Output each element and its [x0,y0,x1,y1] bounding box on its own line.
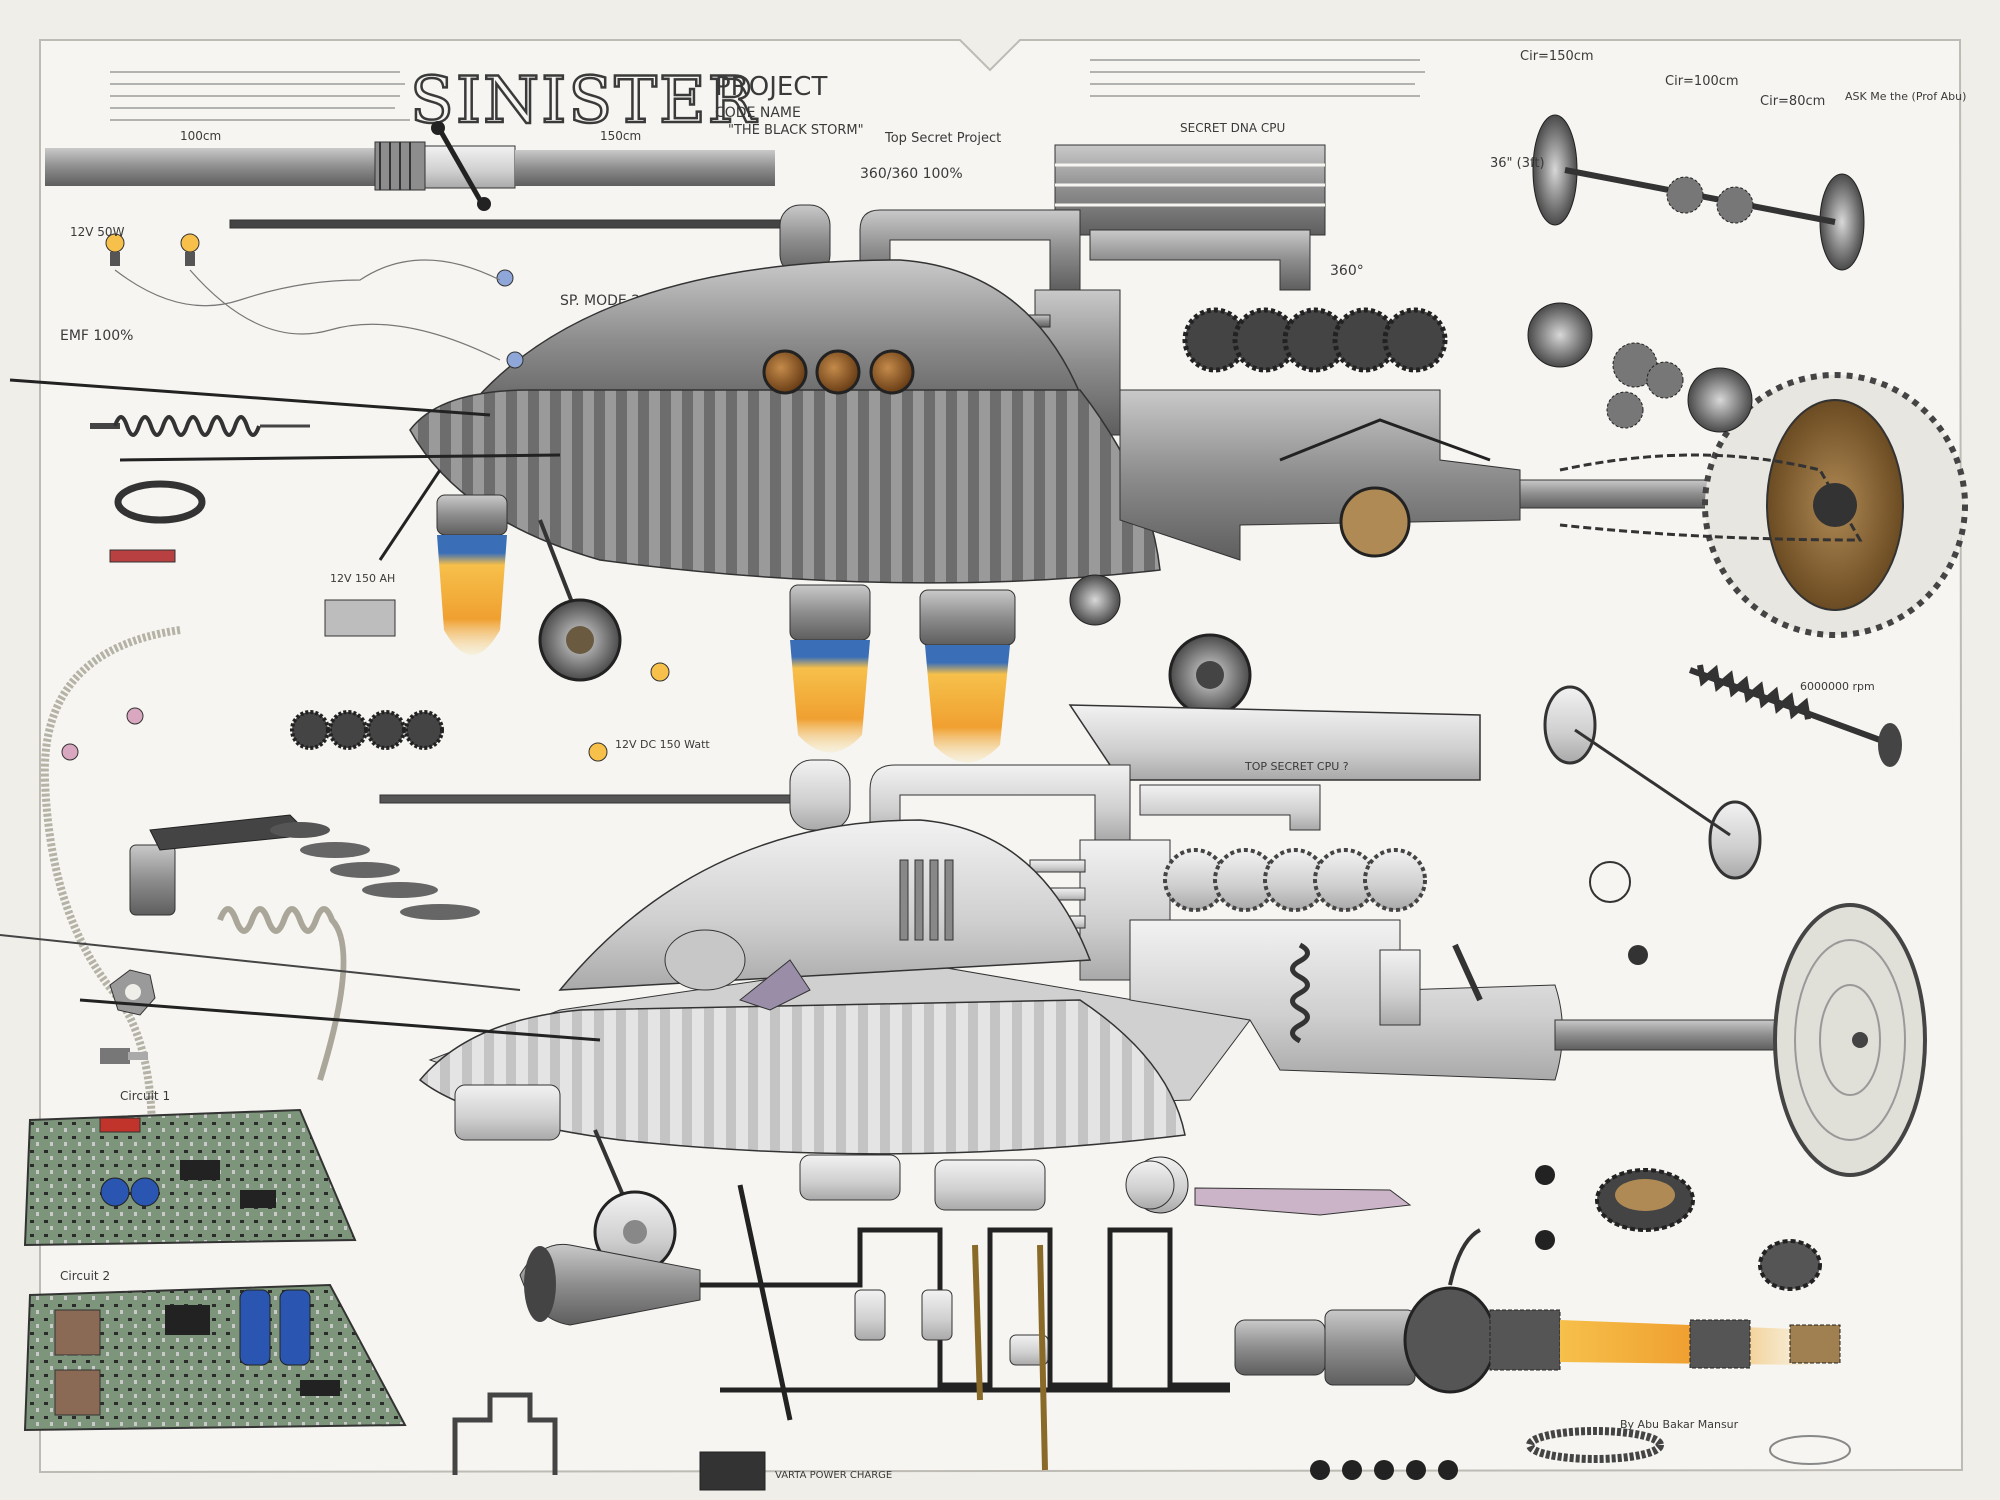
cable-coil [217,906,347,1081]
label-cir-150: Cir=150cm [1520,49,1594,64]
battery-top [324,599,396,637]
dim-150cm: 150cm [600,129,641,143]
ship-pipes-top [229,204,1311,436]
bulb-group-mid [61,662,670,762]
code-name: "THE BLACK STORM" [728,123,864,138]
horn-intake [519,1243,701,1326]
wiring-top-left [114,259,501,361]
canisters [854,1289,1049,1366]
cable-left [40,626,181,1181]
bolt-left [100,1048,148,1064]
bottom-dots [1310,1460,1458,1480]
label-360-top: 360° [1330,263,1364,279]
circuit-board-2 [23,1283,407,1432]
label-dim-36: 36" (3ft) [1490,156,1545,171]
note-scribbles-right [1090,59,1425,97]
cockpit [664,929,811,1011]
sheet-border [39,39,1964,1474]
label-gear-rpm: 6000000 rpm [1800,680,1875,693]
title-sinister: SINISTER [410,64,758,138]
label-cir-80: Cir=80cm [1760,94,1825,109]
code-name-label: CODE NAME [715,105,801,121]
gear-train-top [1119,307,1771,561]
spaceship-top [9,259,1182,584]
dim-100cm: 100cm [180,129,221,143]
thruster-pods-bottom [454,1084,1046,1211]
label-top-secret-project: Top Secret Project [884,131,1001,146]
battery-varta [699,1451,766,1491]
ball-bearing [1628,945,1648,965]
porthole-3 [869,349,915,395]
label-ask-me: ASK Me the (Prof Abu) [1845,90,1966,103]
heatsink-fins [899,859,954,941]
flywheel-disc [1773,903,1927,1177]
fuse-red [109,549,176,563]
disc-pulleys-right [1543,685,1762,903]
title-project: PROJECT [715,72,827,102]
note-scribbles-left [110,71,410,121]
landing-gear-top [538,519,1252,717]
coil-spring-left [90,415,310,437]
label-signature: By Abu Bakar Mansur [1620,1418,1739,1431]
belt-bottom-right [1526,1427,1664,1463]
bulb-group-top [105,233,524,369]
pen-stylus [1125,1160,1412,1216]
wire-coil-bottom [1769,1435,1851,1465]
saw-blade [1559,372,1968,638]
gear-train-bottom [1163,848,1427,912]
label-bulb-12v-50w: 12V 50W [70,225,125,239]
belt-drive-mid [129,814,480,920]
gear-cluster-mid-left [290,710,444,750]
label-circuit-2: Circuit 2 [60,1269,110,1283]
thruster-top-right [919,589,1016,763]
drive-shaft-top [45,121,775,211]
belt-pulleys-bottom [972,1244,1048,1471]
worm-screw [1688,664,1902,767]
bearing-ring [1595,1168,1822,1291]
pipe-frame-bottom-left [452,1392,558,1475]
label-circuit-1: Circuit 1 [120,1089,170,1103]
label-cir-100: Cir=100cm [1665,74,1739,89]
engine-assembly [1234,1228,1841,1394]
thruster-top-center [789,584,871,753]
small-dots-right [1535,1165,1555,1250]
circuit-board-1 [23,1108,357,1247]
drive-belt-left [114,480,206,524]
label-varta: VARTA POWER CHARGE [775,1470,892,1481]
label-top-secret-cpu: TOP SECRET CPU ? [1244,760,1349,773]
cpu-plate-stack [1054,144,1326,236]
porthole-2 [815,349,861,395]
spaceship-bottom [0,819,1251,1155]
thruster-top-left [436,494,508,655]
porthole-1 [762,349,808,395]
label-secret-dna-cpu: SECRET DNA CPU [1180,121,1285,135]
label-emf: EMF 100% [60,328,133,344]
label-battery: 12V 150 AH [330,572,395,585]
label-360-percent: 360/360 100% [860,166,963,182]
wheel-axle-assembly [1527,114,1865,433]
pipe-network [700,1184,1230,1421]
top-secret-cpu-box [1068,704,1481,781]
label-dc-12v: 12V DC 150 Watt [615,738,710,751]
